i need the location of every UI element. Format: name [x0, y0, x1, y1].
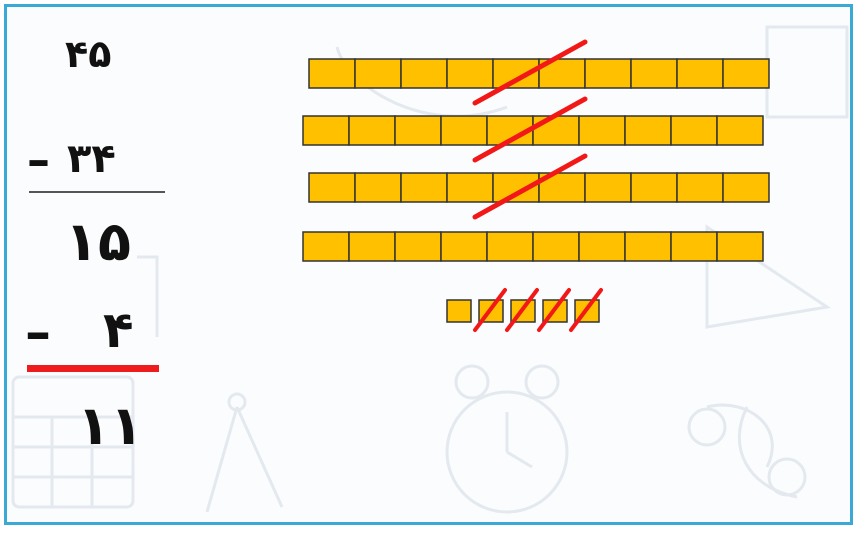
ten-rod	[309, 173, 769, 202]
rod-cell	[395, 116, 441, 145]
rod-cell	[447, 59, 493, 88]
base-ten-model	[7, 7, 853, 525]
rod-cell	[631, 173, 677, 202]
rod-cell	[349, 232, 395, 261]
rod-cell	[441, 116, 487, 145]
rod-cell	[585, 59, 631, 88]
rod-cell	[723, 59, 769, 88]
rod-cell	[401, 59, 447, 88]
rod-cell	[447, 173, 493, 202]
rod-cell	[677, 173, 723, 202]
rod-cell	[355, 59, 401, 88]
rod-cell	[671, 116, 717, 145]
rod-cell	[585, 173, 631, 202]
unit-cube	[447, 300, 471, 322]
ten-rod	[303, 232, 763, 261]
rod-cell	[303, 116, 349, 145]
rod-cell	[487, 232, 533, 261]
worksheet-card: ۴۵ – ۳۴ ۱۵ – ۴ ۱۱	[4, 4, 853, 525]
rod-cell	[723, 173, 769, 202]
rod-cell	[309, 173, 355, 202]
rod-cell	[533, 116, 579, 145]
rod-cell	[579, 116, 625, 145]
rod-cell	[401, 173, 447, 202]
rod-cell	[717, 116, 763, 145]
rod-cell	[631, 59, 677, 88]
rod-cell	[395, 232, 441, 261]
rod-cell	[441, 232, 487, 261]
rod-cell	[579, 232, 625, 261]
rod-cell	[717, 232, 763, 261]
rod-cell	[625, 116, 671, 145]
rod-cell	[349, 116, 395, 145]
rod-cell	[671, 232, 717, 261]
ten-rod	[309, 59, 769, 88]
rod-cell	[625, 232, 671, 261]
rod-cell	[303, 232, 349, 261]
rod-cell	[309, 59, 355, 88]
rod-cell	[355, 173, 401, 202]
rod-cell	[677, 59, 723, 88]
rod-cell	[533, 232, 579, 261]
